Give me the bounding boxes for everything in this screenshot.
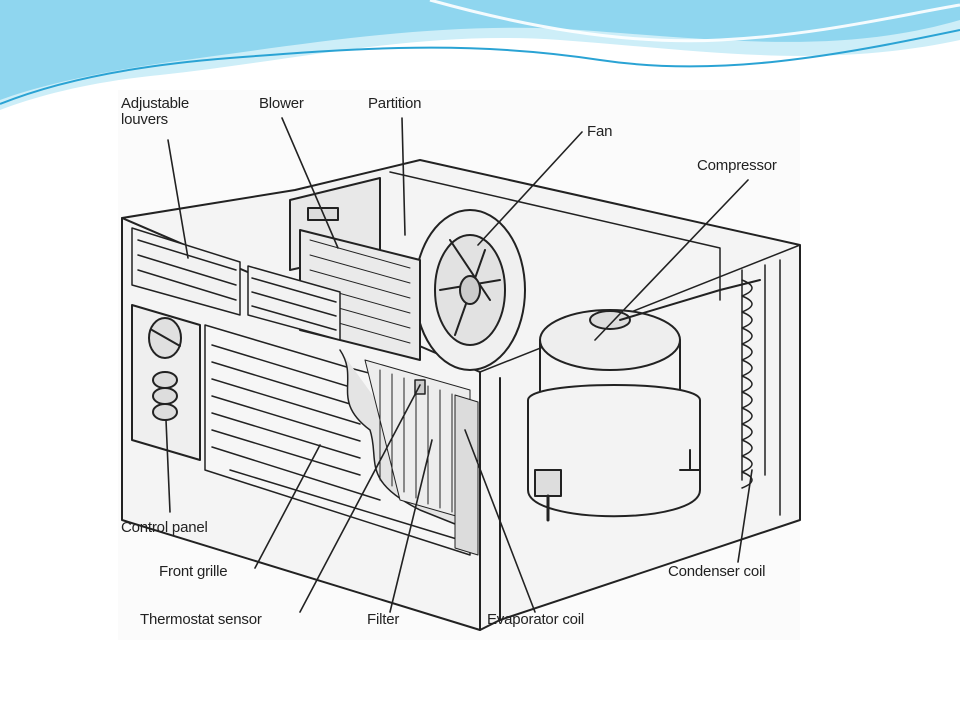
label-thermostat-sensor: Thermostat sensor	[140, 611, 262, 628]
leader-adjustable-louvers	[167, 139, 189, 259]
condenser-coil	[741, 264, 766, 489]
compressor	[527, 279, 761, 522]
leader-control-panel	[165, 419, 171, 513]
leader-front-grille	[254, 444, 321, 569]
label-adjustable-louvers: Adjustable louvers	[121, 95, 190, 128]
leader-lines	[165, 117, 753, 613]
control-panel	[131, 304, 201, 461]
leader-partition	[401, 117, 406, 236]
leader-condenser-coil	[737, 469, 753, 563]
adjustable-louvers	[131, 227, 341, 341]
wave-mid	[0, 0, 960, 100]
leader-blower	[281, 117, 339, 249]
leader-filter	[389, 439, 433, 613]
label-evaporator-coil: Evaporator coil	[487, 611, 585, 628]
wave-front-line	[0, 29, 960, 105]
label-compressor: Compressor	[697, 157, 777, 174]
leader-evaporator-coil	[464, 429, 536, 613]
label-front-grille: Front grille	[159, 563, 228, 580]
label-condenser-coil: Condenser coil	[668, 563, 766, 580]
label-filter: Filter	[367, 611, 400, 628]
wave-white-streak	[429, 0, 960, 43]
label-fan: Fan	[587, 123, 613, 140]
evaporator-coil	[414, 379, 479, 556]
label-partition: Partition	[368, 95, 422, 112]
fan	[414, 209, 526, 371]
label-blower: Blower	[259, 95, 304, 112]
label-control-panel: Control panel	[121, 519, 208, 536]
leader-compressor	[594, 179, 749, 341]
leader-thermostat-sensor	[299, 384, 421, 613]
leader-fan	[477, 131, 583, 246]
header-wave-decoration	[0, 0, 960, 110]
